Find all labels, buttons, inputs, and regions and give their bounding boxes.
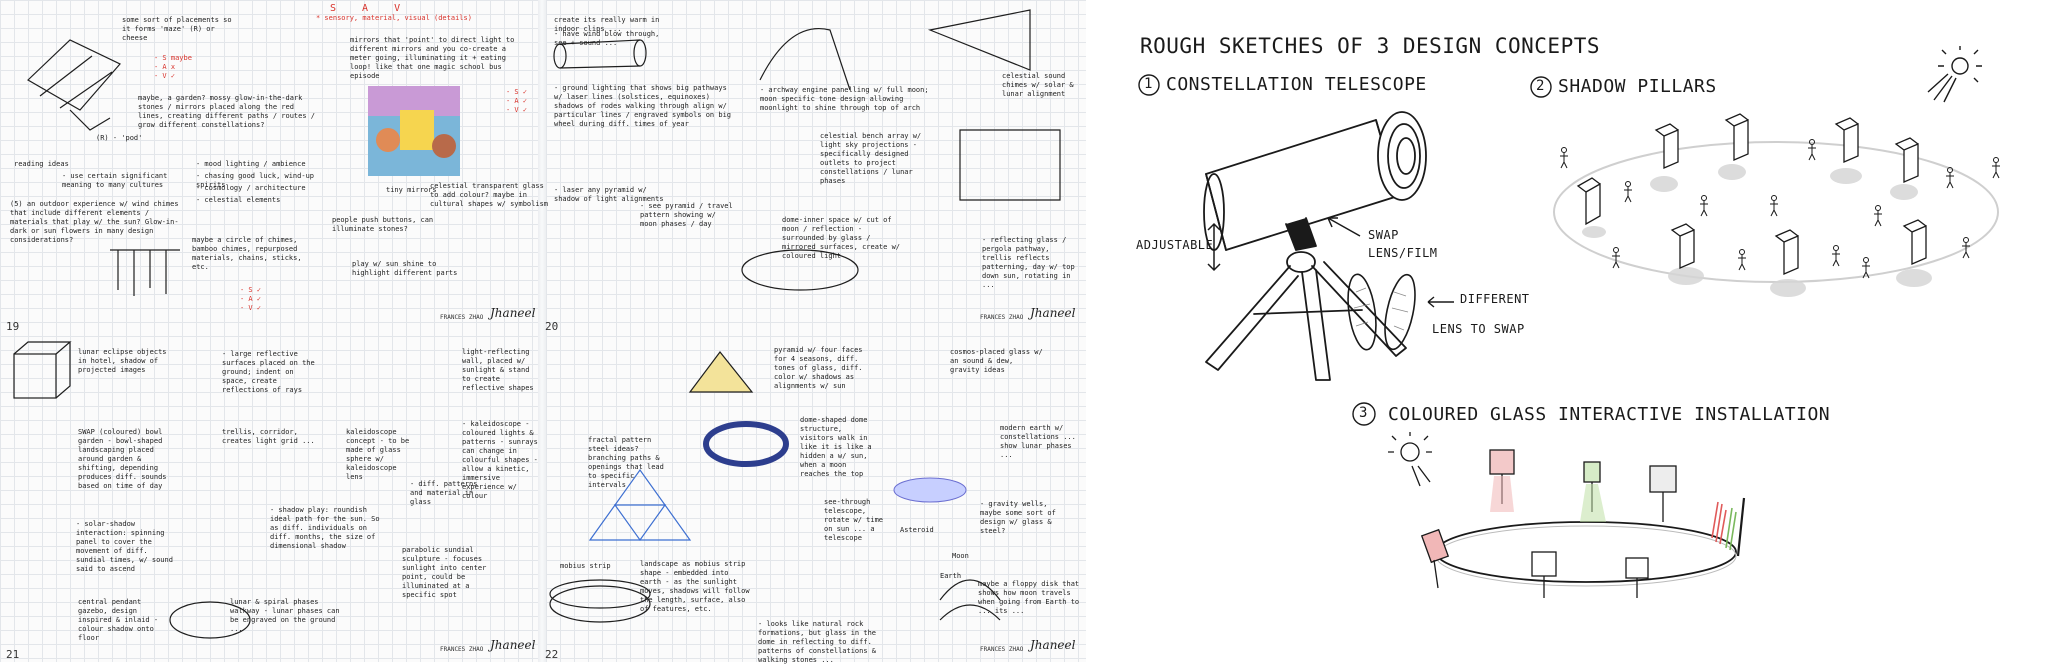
swap-lenses-sketch (1347, 273, 1416, 351)
signature-name: FRANCES ZHAO (440, 314, 484, 321)
sketch-note: mirrors that 'point' to direct light to … (350, 36, 515, 80)
concept-number: 3 (1359, 405, 1368, 421)
signature-name: FRANCES ZHAO (980, 314, 1024, 321)
page-number: 20 (545, 320, 559, 333)
sketch-note: lunar eclipse objects in hotel, shadow o… (78, 348, 167, 374)
sketch-note: - archway engine panelling w/ full moon;… (760, 86, 929, 112)
sketch-note: Earth (940, 572, 962, 580)
sketch-note: (R) - 'pod' (96, 134, 143, 142)
concept-number: 1 (1144, 76, 1153, 92)
sketch-note: - looks like natural rock formations, bu… (758, 620, 877, 664)
sketch-note: parabolic sundial sculpture - focuses su… (402, 546, 487, 599)
sketch-note: Asteroid (900, 526, 934, 534)
sketch-note: - large reflective surfaces placed on th… (222, 350, 315, 394)
label-swap: SWAP (1368, 228, 1399, 242)
sketch-note: Moon (952, 552, 969, 560)
sketch-note: - see pyramid / travel pattern showing w… (640, 202, 733, 228)
sketch-note: - solar-shadow interaction: spinning pan… (76, 520, 173, 573)
sketch-note: light-reflecting wall, placed w/ sunligh… (462, 348, 534, 392)
label-different: DIFFERENT (1460, 292, 1530, 306)
page-number: 19 (6, 320, 20, 333)
stick-figures (1560, 139, 2000, 279)
sketch-note: SWAP (coloured) bowl garden - bowl-shape… (78, 428, 167, 490)
page-number: 21 (6, 648, 20, 661)
signature-name: FRANCES ZHAO (980, 646, 1024, 653)
sketch-note: mobius strip (560, 562, 611, 570)
sketch-note: - mood lighting / ambience (196, 160, 306, 168)
sketch-note: kaleidoscope concept - to be made of gla… (346, 428, 410, 481)
sketch-note: - S ✓ - A ✓ - V ✓ (240, 286, 262, 312)
sketch-note: - S maybe - A x - V ✓ (154, 54, 192, 80)
sun-icon (1927, 46, 1982, 103)
sketch-note: - kaleidoscope - coloured lights & patte… (462, 420, 538, 500)
photo-thumbnail (368, 86, 460, 176)
concept-number-circle (1138, 74, 1160, 96)
sketch-note: see-through telescope, rotate w/ time on… (824, 498, 884, 542)
sketch-note: dome-inner space w/ cut of moon / reflec… (782, 216, 901, 260)
sketch-note: maybe a floppy disk that shows how moon … (978, 580, 1080, 615)
label-lens-to-swap: LENS TO SWAP (1432, 322, 1525, 336)
concept-title-shadow-pillars: SHADOW PILLARS (1558, 76, 1717, 97)
page-number: 22 (545, 648, 559, 661)
red-heading: S A V (330, 3, 411, 14)
sketch-note: trellis, corridor, creates light grid ..… (222, 428, 315, 445)
shadow-pillars-sketch (1553, 113, 2000, 297)
pillar-group (1576, 113, 1927, 275)
sketch-note: pyramid w/ four faces for 4 seasons, dif… (774, 346, 863, 390)
sketch-note: - chasing good luck, wind-up spirits (196, 172, 315, 189)
arrow-icon (1427, 296, 1454, 308)
sketch-note: people push buttons, can illuminate ston… (332, 216, 434, 233)
sketch-note: - reflecting glass / pergola pathway, tr… (982, 236, 1075, 289)
sketch-note: celestial bench array w/ light sky proje… (820, 132, 922, 185)
signature: Jhaneel (490, 638, 536, 652)
signature: Jhaneel (1030, 306, 1076, 320)
book-gutter (538, 0, 546, 662)
sketch-doodles (13, 9, 1061, 639)
signature: Jhaneel (490, 306, 536, 320)
sketch-note: tiny mirrors (386, 186, 437, 194)
red-subheading: * sensory, material, visual (details) (316, 14, 472, 22)
sketch-note: - S ✓ - A ✓ - V ✓ (506, 88, 528, 114)
sketch-note: - gravity wells, maybe some sort of desi… (980, 500, 1056, 535)
sketch-note: (5) an outdoor experience w/ wind chimes… (10, 200, 179, 244)
sketch-note: - diff. patterns and material in glass (410, 480, 478, 506)
concept-number-circle (1352, 402, 1376, 426)
sketch-note: reading ideas (14, 160, 69, 168)
sketch-note: - ground lighting that shows big pathway… (554, 84, 732, 128)
telescope-sketch (1203, 111, 1427, 381)
sketch-note: - laser any pyramid w/ shadow of light a… (554, 186, 664, 203)
concept-number: 2 (1536, 78, 1545, 94)
arrow-icon (1327, 217, 1361, 237)
double-arrow-icon (1207, 222, 1221, 272)
label-lens-film: LENS/FILM (1368, 246, 1438, 260)
sketch-note: celestial sound chimes w/ solar & lunar … (1002, 72, 1074, 98)
signature: Jhaneel (1030, 638, 1076, 652)
sketch-note: celestial transparent glass to add colou… (430, 182, 549, 208)
sketch-note: maybe a circle of chimes, bamboo chimes,… (192, 236, 302, 271)
sketch-note: play w/ sun shine to highlight different… (352, 260, 458, 277)
sketch-note: cosmos-placed glass w/ an sound & dew, g… (950, 348, 1043, 374)
label-adjustable: ADJUSTABLE (1136, 238, 1214, 252)
sketch-note: some sort of placements so it forms 'maz… (122, 16, 232, 42)
sketch-note: - celestial elements (196, 196, 281, 204)
concept-number-circle (1530, 76, 1552, 98)
board-title: ROUGH SKETCHES OF 3 DESIGN CONCEPTS (1140, 34, 1601, 58)
signature-name: FRANCES ZHAO (440, 646, 484, 653)
sketch-note: dome-shaped dome structure, visitors wal… (800, 416, 872, 478)
sketch-note: central pendant gazebo, design inspired … (78, 598, 159, 642)
sun-icon (1388, 432, 1432, 487)
concept-title-glass-installation: COLOURED GLASS INTERACTIVE INSTALLATION (1388, 404, 1831, 425)
sketch-note: fractal pattern steel ideas? branching p… (588, 436, 664, 489)
sketch-note: - shadow play: roundish ideal path for t… (270, 506, 380, 550)
sketch-note: create its really warm in indoor clips .… (554, 16, 660, 33)
glass-installation-sketch (1388, 432, 1746, 598)
sketch-note: - cosmology / architecture (196, 184, 306, 192)
concept-board: ROUGH SKETCHES OF 3 DESIGN CONCEPTS 1 CO… (1086, 0, 2048, 662)
sketch-note: modern earth w/ constellations ... show … (1000, 424, 1076, 459)
sketch-note: - use certain significant meaning to man… (62, 172, 168, 189)
sketch-note: maybe, a garden? mossy glow-in-the-dark … (138, 94, 316, 129)
concept-title-telescope: CONSTELLATION TELESCOPE (1166, 74, 1427, 95)
sketchbook-spread-image: 19 20 21 22 S A V * sensory, material, v… (0, 0, 1086, 664)
